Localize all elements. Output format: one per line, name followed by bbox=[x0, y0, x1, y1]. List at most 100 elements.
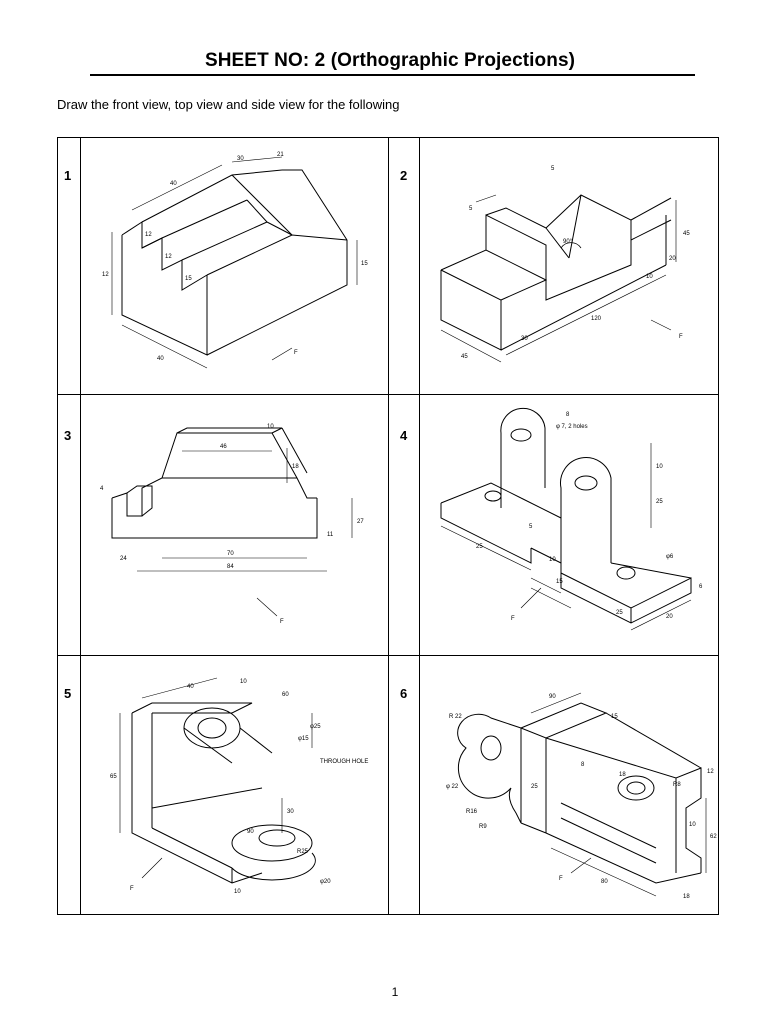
instruction-text: Draw the front view, top view and side v… bbox=[57, 97, 400, 112]
dim-label: 21 bbox=[277, 152, 284, 158]
dim-label: 4 bbox=[100, 486, 104, 492]
dim-label: φ15 bbox=[298, 736, 309, 742]
dim-label: 60 bbox=[282, 692, 289, 698]
dim-label: 62 bbox=[710, 834, 717, 840]
dim-label: R16 bbox=[466, 809, 478, 815]
dimension-lines-2 bbox=[440, 194, 677, 363]
problem-2-drawing: 5 5 90° 45 20 10 120 30 45 F bbox=[421, 140, 717, 392]
stepped-block-figure bbox=[121, 169, 348, 356]
problem-4-drawing: 8 φ 7, 2 holes 10 25 5 φ6 25 10 15 25 20… bbox=[421, 398, 717, 653]
dim-label: 5 bbox=[469, 206, 473, 212]
dim-label: 18 bbox=[683, 894, 690, 900]
dim-label: F bbox=[559, 876, 563, 882]
problem-number-1: 1 bbox=[64, 168, 72, 183]
dim-label: F bbox=[280, 619, 284, 625]
dim-label: 30 bbox=[287, 809, 294, 815]
l-bracket-figure bbox=[131, 702, 316, 884]
problem-number-4: 4 bbox=[400, 428, 408, 443]
dim-label: 15 bbox=[185, 276, 192, 282]
dim-label: 120 bbox=[591, 316, 602, 322]
dim-label: φ20 bbox=[320, 879, 331, 885]
dim-label: 70 bbox=[227, 551, 234, 557]
dim-label: 12 bbox=[145, 232, 152, 238]
dim-label: F bbox=[679, 334, 683, 340]
dim-label: 25 bbox=[476, 544, 483, 550]
dim-label: 10 bbox=[656, 464, 663, 470]
dim-label: 24 bbox=[120, 556, 127, 562]
dim-label: 65 bbox=[110, 774, 117, 780]
problem-number-2: 2 bbox=[400, 168, 408, 183]
dim-label: 10 bbox=[234, 889, 241, 895]
dim-label: 40 bbox=[170, 181, 177, 187]
problem-1-drawing: 12 40 40 30 21 12 12 15 15 F bbox=[82, 140, 387, 392]
dim-label: 45 bbox=[461, 354, 468, 360]
dimension-lines-6 bbox=[530, 692, 707, 897]
dim-label: 15 bbox=[611, 714, 618, 720]
dim-label: THROUGH HOLE bbox=[320, 759, 368, 765]
dim-label: R8 bbox=[673, 782, 681, 788]
dim-label: 12 bbox=[165, 254, 172, 260]
dim-label: F bbox=[294, 350, 298, 356]
row-divider-1 bbox=[58, 394, 718, 395]
dim-label: φ6 bbox=[666, 554, 674, 560]
dim-label: 18 bbox=[619, 772, 626, 778]
dim-label: F bbox=[511, 616, 515, 622]
problem-number-3: 3 bbox=[64, 428, 72, 443]
problem-5-drawing: 40 10 60 φ25 φ15 THROUGH HOLE 65 30 90 R… bbox=[82, 658, 387, 912]
dim-label: 40 bbox=[187, 684, 194, 690]
dimension-lines-3 bbox=[137, 448, 353, 617]
dim-label: 90 bbox=[247, 829, 254, 835]
dim-label: 90° bbox=[563, 239, 573, 245]
row-divider-2 bbox=[58, 655, 718, 656]
dim-label: 18 bbox=[292, 464, 299, 470]
dim-label: 11 bbox=[327, 532, 334, 538]
dim-label: 6 bbox=[699, 584, 703, 590]
dim-label: 8 bbox=[581, 762, 585, 768]
dim-label: φ25 bbox=[310, 724, 321, 730]
dim-label: 10 bbox=[689, 822, 696, 828]
dim-label: 30 bbox=[237, 156, 244, 162]
dim-label: 10 bbox=[240, 679, 247, 685]
dim-label: 20 bbox=[666, 614, 673, 620]
dim-label: 10 bbox=[267, 424, 274, 430]
title-underline bbox=[90, 74, 695, 76]
column-divider bbox=[388, 138, 389, 914]
dim-label: 15 bbox=[556, 579, 563, 585]
dim-label: 25 bbox=[531, 784, 538, 790]
problem-3-drawing: 10 46 18 4 27 11 70 84 24 F bbox=[82, 398, 387, 653]
dimension-lines-1 bbox=[111, 156, 358, 369]
dim-label: 5 bbox=[551, 166, 555, 172]
v-block-figure bbox=[440, 194, 672, 351]
dim-label: 80 bbox=[601, 879, 608, 885]
dim-label: R 22 bbox=[449, 714, 462, 720]
dim-label: R25 bbox=[297, 849, 309, 855]
problem-6-drawing: 90 R 22 15 φ 22 25 R16 R9 8 18 R8 12 62 … bbox=[421, 658, 717, 912]
dim-label: 20 bbox=[669, 256, 676, 262]
dim-label: 40 bbox=[157, 356, 164, 362]
dim-label: 10 bbox=[646, 274, 653, 280]
bracket-figure bbox=[440, 407, 692, 624]
number-column-divider-2 bbox=[419, 138, 420, 914]
dim-label: 25 bbox=[656, 499, 663, 505]
dim-label: 5 bbox=[529, 524, 533, 530]
dim-label: 84 bbox=[227, 564, 234, 570]
problem-number-6: 6 bbox=[400, 686, 408, 701]
dim-label: 12 bbox=[102, 272, 109, 278]
complex-block-figure bbox=[457, 702, 702, 884]
dim-label: 12 bbox=[707, 769, 714, 775]
dim-label: R9 bbox=[479, 824, 487, 830]
problem-number-5: 5 bbox=[64, 686, 72, 701]
page-number: 1 bbox=[391, 985, 399, 999]
dovetail-block-figure bbox=[111, 427, 318, 539]
sheet-title: SHEET NO: 2 (Orthographic Projections) bbox=[204, 50, 576, 71]
dim-label: 90 bbox=[549, 694, 556, 700]
dim-label: 45 bbox=[683, 231, 690, 237]
dim-label: φ 7, 2 holes bbox=[556, 424, 588, 430]
dimension-lines-4 bbox=[440, 443, 692, 631]
dim-label: 15 bbox=[361, 261, 368, 267]
dim-label: 27 bbox=[357, 519, 364, 525]
problem-grid: 1 2 3 4 5 6 bbox=[57, 137, 719, 915]
dim-label: 30 bbox=[521, 336, 528, 342]
dim-label: φ 22 bbox=[446, 784, 459, 790]
dim-label: F bbox=[130, 886, 134, 892]
